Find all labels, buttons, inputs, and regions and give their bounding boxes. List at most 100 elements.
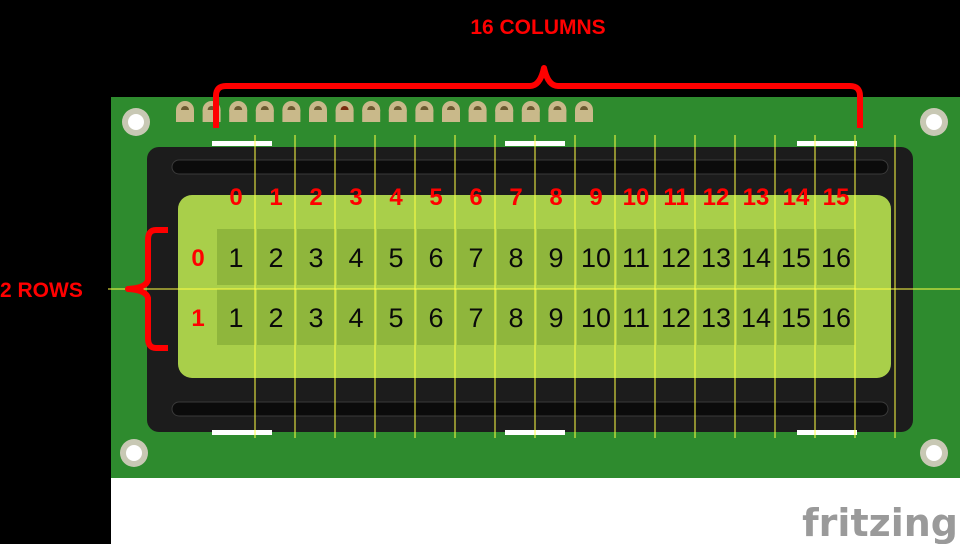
lcd-character: 8 (508, 303, 523, 333)
character-cell (417, 289, 455, 345)
character-cell (497, 289, 535, 345)
lcd-character: 14 (741, 243, 771, 273)
lcd-character: 9 (548, 303, 563, 333)
mounting-holes (120, 108, 948, 467)
character-cell (257, 289, 295, 345)
clip-mark (797, 430, 857, 435)
character-cell (377, 229, 415, 285)
column-index-label: 13 (743, 184, 770, 211)
character-cell (537, 289, 575, 345)
column-index-label: 6 (469, 184, 482, 211)
header-pin (255, 101, 274, 122)
character-cell (217, 289, 255, 345)
header-pin (229, 101, 248, 122)
lcd-character: 4 (348, 243, 363, 273)
header-pin (335, 101, 354, 122)
character-cell (217, 229, 255, 285)
column-index-label: 1 (269, 184, 282, 211)
character-cell (297, 229, 335, 285)
character-cell (457, 229, 495, 285)
character-cell (777, 229, 815, 285)
lcd-character: 2 (268, 243, 283, 273)
character-cell (297, 289, 335, 345)
character-cell (657, 229, 695, 285)
character-cell (417, 229, 455, 285)
lcd-character: 6 (428, 243, 443, 273)
character-cell (377, 289, 415, 345)
lcd-character: 10 (581, 243, 611, 273)
character-cell (337, 289, 375, 345)
mounting-hole-top-right (920, 108, 948, 136)
column-index-label: 7 (509, 184, 522, 211)
row-indices: 01 (191, 245, 204, 332)
character-cell (577, 289, 615, 345)
columns-label: 16 COLUMNS (470, 16, 605, 39)
column-index-label: 15 (823, 184, 850, 211)
guide-lines (108, 135, 960, 438)
lcd-character: 9 (548, 243, 563, 273)
lcd-character: 7 (468, 243, 483, 273)
column-index-label: 5 (429, 184, 442, 211)
character-cells (217, 229, 855, 345)
column-index-label: 0 (229, 184, 242, 211)
lcd-character: 1 (228, 243, 243, 273)
character-cell (537, 229, 575, 285)
character-cell (697, 229, 735, 285)
lcd-character: 13 (701, 303, 731, 333)
header-pin (388, 101, 407, 122)
lcd-character: 11 (622, 243, 650, 273)
header-pin (442, 101, 460, 122)
column-index-label: 10 (623, 184, 650, 211)
column-index-label: 14 (783, 184, 810, 211)
row-index-label: 0 (191, 245, 204, 272)
lcd-character: 5 (388, 303, 403, 333)
clip-mark (212, 141, 272, 146)
character-cell (817, 289, 855, 345)
header-pin (495, 101, 514, 122)
lcd-character: 11 (622, 303, 650, 333)
lcd-character: 3 (308, 243, 323, 273)
clip-mark (212, 430, 272, 435)
lcd-character: 16 (821, 243, 851, 273)
header-pin (548, 101, 567, 122)
lcd-character: 14 (741, 303, 771, 333)
mounting-hole-top-left (122, 108, 150, 136)
lcd-character: 12 (661, 243, 691, 273)
lcd-character: 15 (781, 243, 811, 273)
column-index-label: 8 (549, 184, 562, 211)
mounting-hole-bottom-left (120, 439, 148, 467)
bezel-bottom-slot (171, 401, 889, 417)
lcd-character: 2 (268, 303, 283, 333)
lcd-character: 6 (428, 303, 443, 333)
character-cell (737, 289, 775, 345)
character-cell (777, 289, 815, 345)
lcd-character: 10 (581, 303, 611, 333)
header-pin (468, 101, 487, 122)
character-cell (577, 229, 615, 285)
white-panel (111, 478, 960, 544)
character-cell (617, 289, 655, 345)
header-pin (575, 101, 593, 122)
lcd-character: 4 (348, 303, 363, 333)
lcd-character: 5 (388, 243, 403, 273)
lcd-character: 3 (308, 303, 323, 333)
lcd-character: 13 (701, 243, 731, 273)
character-cell (257, 229, 295, 285)
column-index-label: 3 (349, 184, 362, 211)
lcd-character: 1 (228, 303, 243, 333)
lcd-character: 15 (781, 303, 811, 333)
clip-mark (797, 141, 857, 146)
lcd-character: 16 (821, 303, 851, 333)
character-cell (337, 229, 375, 285)
column-index-label: 2 (309, 184, 322, 211)
rows-label: 2 ROWS (0, 279, 83, 302)
row-index-label: 1 (191, 305, 204, 332)
header-pin (521, 101, 540, 122)
bezel-top-slot (171, 159, 889, 175)
rows-bracket (125, 227, 168, 351)
column-index-label: 11 (663, 184, 688, 211)
header-pin (282, 101, 301, 122)
character-cell (737, 229, 775, 285)
